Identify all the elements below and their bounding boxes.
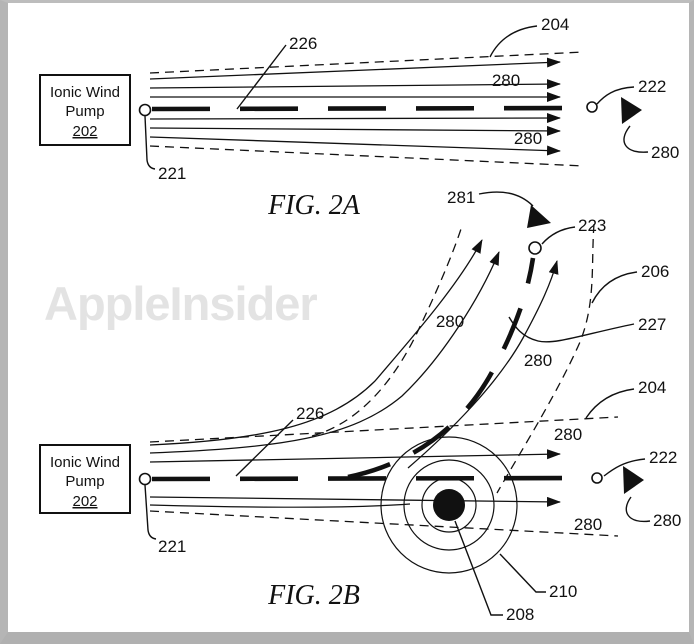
leader-280-right [625,496,651,523]
ref-label-226: 226 [289,34,317,53]
airflow-curve-up [407,260,559,469]
airflow-direction-arrow-2a [621,97,642,124]
figure-2b-caption: FIG. 2B [267,580,360,611]
ref-label-280-upright: 280 [524,351,552,370]
boundary-dashed-upleft-2b [311,228,462,437]
leader-208 [454,520,503,616]
ref-label-210: 210 [549,582,577,601]
boundary-dashed-bottom-2b [149,510,619,537]
ref-label-226: 226 [296,404,324,423]
airflow-line [149,79,561,90]
ref-label-222: 222 [649,448,677,467]
airflow-line [149,449,561,463]
ref-label-223: 223 [578,216,606,235]
ref-label-208: 208 [506,605,534,624]
outlet-node-up-223 [528,241,542,255]
leader-227 [508,316,635,343]
boundary-dashed-top-2a [149,51,585,74]
centerline-dashed-2b [151,475,583,482]
watermark-text: AppleInsider [44,277,317,330]
ionic-wind-pump-diagram: AppleInsider Ionic Wind Pump 202 204 226… [39,15,681,624]
airflow-line [149,113,561,124]
ref-label-280-top: 280 [492,71,520,90]
ref-label-222: 222 [638,77,666,96]
boundary-dashed-top-2b [149,416,619,443]
sphere-ring-inner [421,477,477,533]
outlet-node-2b [591,472,603,484]
airflow-line [149,125,561,136]
centerline-dashed-up-227 [347,257,536,480]
ref-label-204: 204 [541,15,569,34]
pump-ref-202: 202 [72,123,97,140]
leader-210 [499,553,546,593]
pump-ref-202: 202 [72,493,97,510]
inlet-node-2a [138,103,152,117]
leader-221 [144,115,156,170]
ref-label-280-right: 280 [651,143,679,162]
centerline-dashed-2a [151,105,585,112]
figure-2b: Ionic Wind Pump 202 281 223 206 227 280 … [39,188,681,624]
ref-label-280-btm-mid: 280 [574,515,602,534]
airflow-line [149,57,561,80]
boundary-dashed-bottom-2a [149,145,585,167]
sphere-ring-outer [380,436,518,574]
outlet-node-2a [586,101,598,113]
ref-label-280-btm-right: 280 [653,511,681,530]
pump-name-line1: Ionic Wind [50,454,120,471]
ref-label-221: 221 [158,164,186,183]
boundary-dashed-upright-206 [496,223,595,494]
inlet-node-2b [138,472,152,486]
leader-223 [541,226,576,245]
leader-204 [585,388,635,419]
airflow-line [149,503,411,508]
airflow-direction-arrow-up-281 [527,205,551,228]
pump-name-line2: Pump [65,103,104,120]
ref-label-221: 221 [158,537,186,556]
leader-222 [603,458,646,477]
leader-222 [596,86,635,105]
ref-label-280-mid: 280 [514,129,542,148]
airflow-curve-up [149,251,500,454]
pump-name-line1: Ionic Wind [50,84,120,101]
leader-221 [144,484,157,540]
ref-label-206: 206 [641,262,669,281]
leader-281 [478,191,534,207]
ref-label-280-above-arrow: 280 [554,425,582,444]
leader-226 [235,419,294,477]
ref-label-280-upleft: 280 [436,312,464,331]
figure-2a-caption: FIG. 2A [267,190,361,221]
leader-226 [236,44,287,110]
pump-box-2b [39,444,131,514]
pump-name-line2: Pump [65,473,104,490]
figure-2a: Ionic Wind Pump 202 204 226 280 280 222 … [39,15,679,221]
airflow-line [149,496,561,507]
airflow-curve-up [149,239,483,446]
leader-204 [489,25,538,58]
leader-206 [591,271,638,304]
pump-box-2a [39,74,131,146]
airflow-direction-arrow-2b [623,466,644,494]
ref-label-227: 227 [638,315,666,334]
sphere-ring-mid [403,459,495,551]
sphere-208 [433,489,465,521]
airflow-line [149,136,561,156]
ref-label-281: 281 [447,188,475,207]
ref-label-204: 204 [638,378,666,397]
leader-280-right [623,125,649,153]
